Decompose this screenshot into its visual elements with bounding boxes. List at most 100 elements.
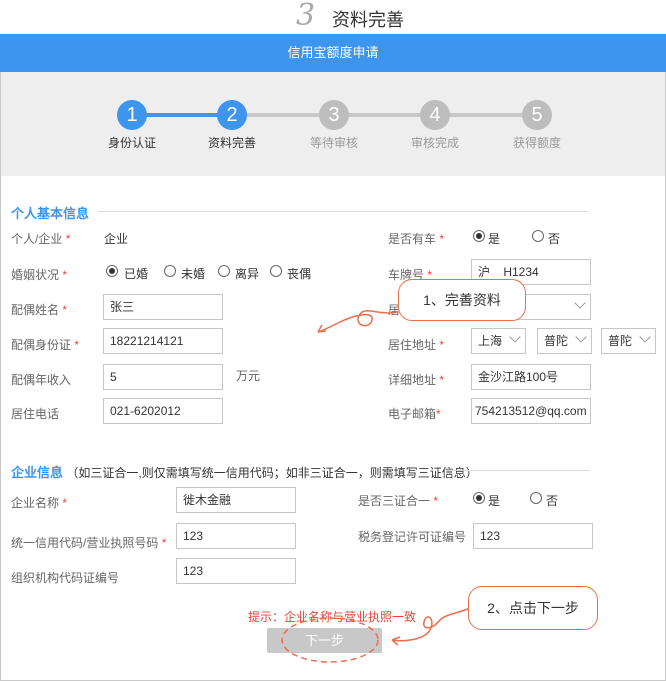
- car-option-yes: 是: [488, 232, 501, 246]
- three-in-one-label: 是否三证合一 *: [358, 492, 438, 509]
- next-button-highlight: [281, 617, 379, 663]
- required-mark: *: [433, 494, 439, 508]
- marital-option-divorced: 离异: [235, 267, 260, 281]
- progress-line-pending: [232, 113, 537, 117]
- three-in-one-label-text: 是否三证合一: [358, 494, 431, 508]
- callout-complete-info: 1、完善资料: [398, 279, 526, 321]
- step-1-label: 身份认证: [107, 136, 156, 150]
- callout-1-tail: [317, 310, 399, 333]
- detail-address-label: 详细地址 *: [388, 371, 444, 388]
- province-value: 上海: [478, 334, 503, 348]
- car-radio-no[interactable]: [532, 230, 544, 242]
- company-name-label-text: 企业名称: [11, 496, 60, 510]
- type-value: 企业: [104, 232, 129, 246]
- company-name-input[interactable]: 徙木金融: [176, 487, 296, 513]
- type-label-text: 个人/企业: [11, 232, 63, 246]
- marital-option-single: 未婚: [181, 267, 206, 281]
- car-radio-yes[interactable]: [473, 230, 485, 242]
- required-mark: *: [427, 268, 433, 282]
- step-heading-number: 3: [296, 0, 316, 33]
- income-unit: 万元: [236, 369, 261, 383]
- phone-input[interactable]: 021-6202012: [103, 398, 223, 424]
- company-section-note: （如三证合一,则仅需填写统一信用代码；如非三证合一，则需填写三证信息）: [66, 466, 478, 480]
- phone-label: 居住电话: [11, 407, 60, 421]
- plate-label: 车牌号 *: [388, 266, 432, 283]
- required-mark: *: [439, 338, 445, 352]
- hint-text: 提示：企业名称与营业执照一致: [248, 610, 417, 624]
- credit-code-input[interactable]: 123: [176, 523, 296, 549]
- spouse-name-input[interactable]: 张三: [103, 294, 223, 320]
- step-5-circle: 5: [522, 100, 552, 130]
- tax-label: 税务登记许可证编号: [358, 530, 467, 544]
- window-title: 信用宝额度申请: [0, 34, 666, 72]
- org-code-label: 组织机构代码证编号: [11, 571, 120, 585]
- plate-label-text: 车牌号: [388, 268, 425, 282]
- company-divider: [450, 470, 590, 471]
- district-select[interactable]: 普陀: [601, 328, 656, 354]
- callout-2-tail: [391, 607, 471, 642]
- spouse-income-label: 配偶年收入: [11, 373, 72, 387]
- city-select[interactable]: 普陀: [537, 328, 592, 354]
- province-select[interactable]: 上海: [471, 328, 526, 354]
- required-mark: *: [62, 303, 68, 317]
- marital-radio-single[interactable]: [164, 265, 176, 277]
- spouse-id-label-text: 配偶身份证: [11, 338, 72, 352]
- three-in-one-option-yes: 是: [488, 494, 501, 508]
- detail-address-input[interactable]: 金沙江路100号: [471, 364, 591, 390]
- tax-input[interactable]: 123: [473, 523, 593, 549]
- marital-label: 婚姻状况 *: [11, 266, 67, 283]
- type-label: 个人/企业 *: [11, 230, 70, 247]
- org-code-input[interactable]: 123: [176, 558, 296, 584]
- step-1-circle: 1: [117, 100, 147, 130]
- personal-divider: [98, 211, 588, 212]
- callout-2-arrow-icon: [391, 636, 401, 646]
- car-label: 是否有车 *: [388, 230, 444, 247]
- three-in-one-radio-yes[interactable]: [473, 492, 485, 504]
- spouse-name-label-text: 配偶姓名: [11, 303, 60, 317]
- required-mark: *: [439, 373, 445, 387]
- company-section-header: 企业信息 （如三证合一,则仅需填写统一信用代码；如非三证合一，则需填写三证信息）: [11, 462, 478, 481]
- required-mark: *: [62, 496, 68, 510]
- marital-label-text: 婚姻状况: [11, 268, 60, 282]
- email-label: 电子邮箱*: [388, 405, 441, 422]
- city-value: 普陀: [544, 334, 569, 348]
- personal-section-title: 个人基本信息: [11, 206, 90, 221]
- marital-radio-married[interactable]: [106, 265, 118, 277]
- marital-option-married: 已婚: [124, 267, 149, 281]
- progress-line-done: [132, 113, 232, 117]
- email-input[interactable]: 754213512@qq.com: [471, 398, 591, 424]
- marital-radio-divorced[interactable]: [218, 265, 230, 277]
- step-heading: 3 资料完善: [0, 0, 666, 34]
- district-value: 普陀: [608, 334, 633, 348]
- detail-label-text: 详细地址: [388, 373, 437, 387]
- company-name-label: 企业名称 *: [11, 494, 67, 511]
- callout-1-arrow-icon: [317, 324, 327, 333]
- required-mark: *: [62, 268, 68, 282]
- marital-radio-widowed[interactable]: [270, 265, 282, 277]
- step-2-label: 资料完善: [207, 136, 256, 150]
- required-mark: *: [74, 338, 80, 352]
- step-3-label: 等待审核: [309, 136, 358, 150]
- callout-click-next: 2、点击下一步: [468, 586, 598, 630]
- credit-code-label-text: 统一信用代码/营业执照号码: [11, 536, 159, 550]
- step-4-label: 审核完成: [410, 136, 459, 150]
- spouse-id-input[interactable]: 18221214121: [103, 328, 223, 354]
- spouse-income-input[interactable]: 5: [103, 364, 223, 390]
- step-3-circle: 3: [319, 100, 349, 130]
- spouse-id-label: 配偶身份证 *: [11, 336, 79, 353]
- car-label-text: 是否有车: [388, 232, 437, 246]
- three-in-one-option-no: 否: [546, 494, 559, 508]
- address-label-text: 居住地址: [388, 338, 437, 352]
- step-2-circle: 2: [217, 100, 247, 130]
- spouse-name-label: 配偶姓名 *: [11, 301, 67, 318]
- address-label: 居住地址 *: [388, 336, 444, 353]
- email-label-text: 电子邮箱: [388, 407, 437, 421]
- company-section-title: 企业信息: [11, 465, 64, 480]
- required-mark: *: [439, 232, 445, 246]
- car-option-no: 否: [548, 232, 561, 246]
- step-heading-title: 资料完善: [332, 10, 404, 30]
- three-in-one-radio-no[interactable]: [530, 492, 542, 504]
- required-mark: *: [161, 536, 167, 550]
- step-5-label: 获得额度: [512, 136, 561, 150]
